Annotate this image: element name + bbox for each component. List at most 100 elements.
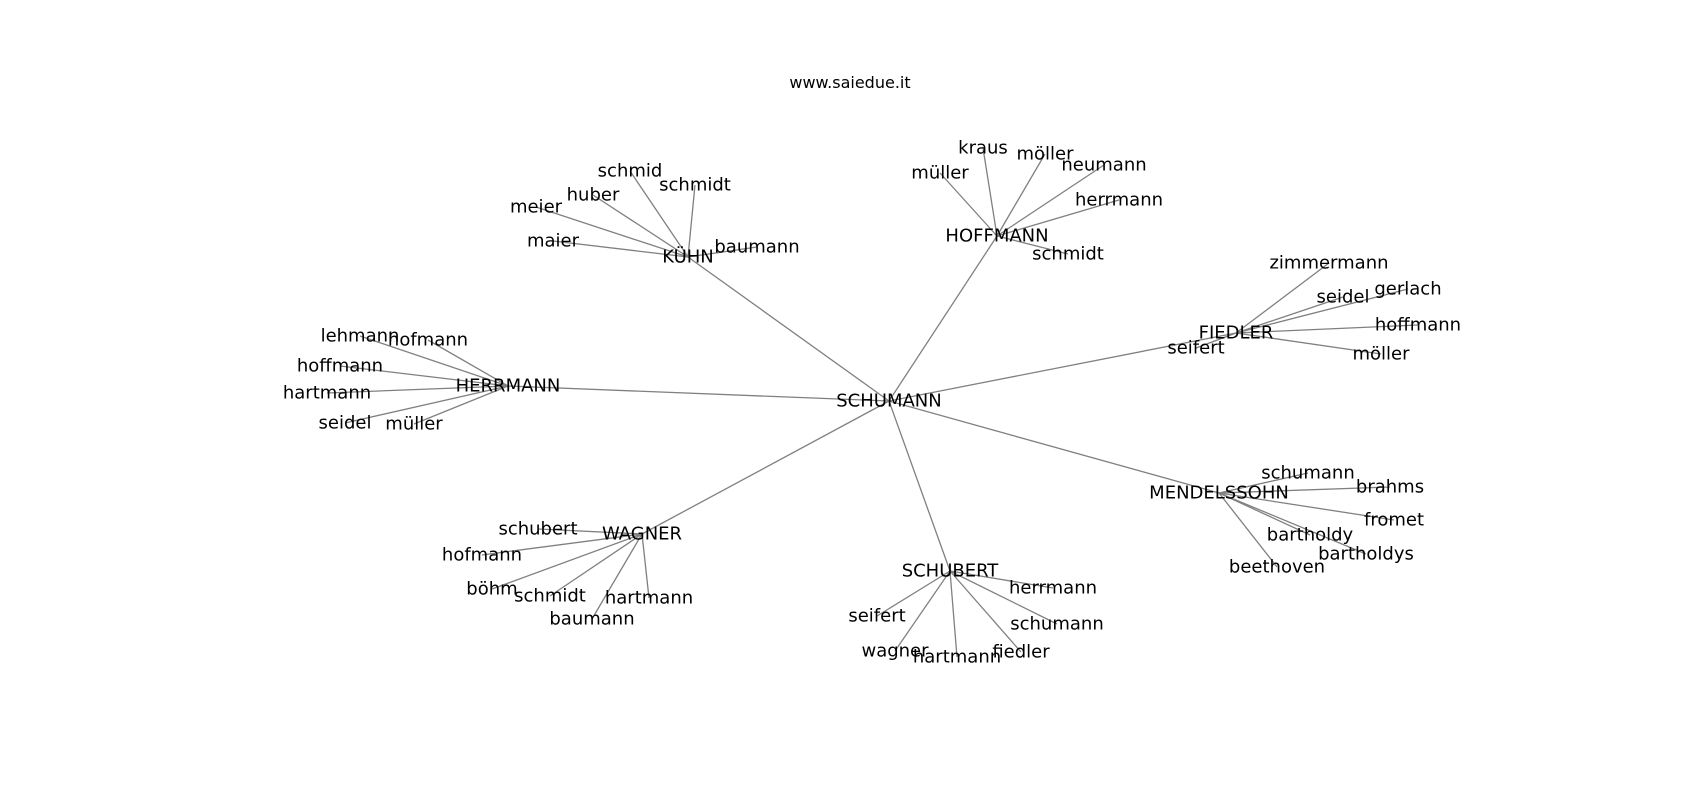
edge-hub-5-leaf-1 bbox=[481, 533, 643, 556]
hub-node-label: FIEDLER bbox=[1199, 323, 1274, 344]
edge-hub-1-leaf-2 bbox=[939, 172, 998, 237]
edge-hub-0-leaf-1 bbox=[687, 184, 696, 258]
leaf-node-label: seifert bbox=[848, 606, 905, 627]
edge-hub-4-leaf-0 bbox=[1218, 472, 1309, 494]
edge-hub-6-leaf-0 bbox=[949, 570, 1054, 589]
leaf-node-label: schumann bbox=[1261, 463, 1354, 484]
edge-hub-0-leaf-4 bbox=[552, 240, 689, 258]
edge-root-2 bbox=[888, 332, 1237, 402]
leaf-node-label: bartholdys bbox=[1318, 544, 1414, 565]
leaf-node-label: brahms bbox=[1356, 477, 1424, 498]
labels-layer: SCHUMANNKÜHNschmidschmidthubermeiermaier… bbox=[283, 138, 1461, 668]
leaf-node-label: schmidt bbox=[1032, 244, 1104, 265]
leaf-node-label: gerlach bbox=[1374, 279, 1441, 300]
edge-hub-3-leaf-1 bbox=[427, 339, 509, 387]
edge-hub-5-leaf-5 bbox=[591, 533, 643, 620]
edge-hub-2-leaf-4 bbox=[1235, 332, 1382, 355]
edge-hub-3-leaf-3 bbox=[326, 385, 509, 394]
leaf-node-label: neumann bbox=[1061, 155, 1146, 176]
leaf-node-label: seidel bbox=[1317, 287, 1370, 308]
leaf-node-label: schmid bbox=[598, 161, 663, 182]
leaf-node-label: schumann bbox=[1010, 614, 1103, 635]
leaf-node-label: hofmann bbox=[442, 545, 522, 566]
edge-root-1 bbox=[888, 235, 998, 402]
edge-root-5 bbox=[641, 400, 890, 535]
leaf-node-label: kraus bbox=[958, 138, 1008, 159]
leaf-node-label: huber bbox=[567, 185, 620, 206]
edge-hub-3-leaf-2 bbox=[339, 365, 509, 387]
edge-hub-1-leaf-1 bbox=[996, 153, 1046, 237]
edge-hub-5-leaf-3 bbox=[549, 533, 643, 597]
leaf-node-label: hartmann bbox=[283, 383, 371, 404]
edge-hub-2-leaf-0 bbox=[1235, 262, 1330, 334]
edge-root-0 bbox=[687, 256, 890, 402]
leaf-node-label: lehmann bbox=[321, 326, 400, 347]
edge-hub-1-leaf-4 bbox=[996, 199, 1120, 237]
leaf-node-label: meier bbox=[510, 197, 563, 218]
root-node-label: SCHUMANN bbox=[836, 391, 941, 412]
edge-hub-0-leaf-5 bbox=[687, 246, 758, 258]
edge-hub-6-leaf-5 bbox=[949, 570, 1022, 653]
edge-hub-1-leaf-0 bbox=[982, 147, 998, 237]
leaf-node-label: hoffmann bbox=[297, 356, 383, 377]
leaf-node-label: schmidt bbox=[659, 175, 731, 196]
leaf-node-label: bartholdy bbox=[1267, 525, 1354, 546]
edge-hub-3-leaf-4 bbox=[344, 385, 509, 424]
leaf-node-label: hoffmann bbox=[1375, 315, 1461, 336]
edge-root-4 bbox=[888, 400, 1220, 494]
leaf-node-label: hofmann bbox=[388, 330, 468, 351]
leaf-node-label: herrmann bbox=[1075, 190, 1163, 211]
edge-hub-1-leaf-5 bbox=[996, 235, 1069, 255]
edge-hub-4-leaf-5 bbox=[1218, 492, 1278, 568]
leaf-node-label: zimmermann bbox=[1269, 253, 1388, 274]
edge-hub-6-leaf-4 bbox=[949, 570, 958, 658]
edge-hub-4-leaf-1 bbox=[1218, 486, 1391, 494]
leaf-node-label: müller bbox=[911, 163, 969, 184]
edge-hub-5-leaf-4 bbox=[641, 533, 650, 599]
edge-hub-4-leaf-3 bbox=[1218, 492, 1311, 536]
edge-hub-3-leaf-5 bbox=[413, 385, 509, 425]
edge-hub-6-leaf-3 bbox=[894, 570, 951, 652]
diagram-title: www.saiedue.it bbox=[789, 73, 910, 92]
hub-node-label: KÜHN bbox=[662, 246, 714, 268]
leaf-node-label: hartmann bbox=[605, 588, 693, 609]
edge-hub-2-leaf-3 bbox=[1235, 324, 1419, 334]
leaf-node-label: beethoven bbox=[1229, 557, 1325, 578]
leaf-node-label: möller bbox=[1352, 344, 1410, 365]
leaf-node-label: seidel bbox=[319, 413, 372, 434]
leaf-node-label: möller bbox=[1016, 144, 1074, 165]
leaf-node-label: baumann bbox=[714, 237, 799, 258]
edge-hub-3-leaf-0 bbox=[359, 335, 509, 387]
hub-node-label: HOFFMANN bbox=[945, 226, 1048, 247]
edge-root-3 bbox=[507, 385, 890, 402]
edge-hub-1-leaf-3 bbox=[996, 164, 1105, 237]
edge-hub-2-leaf-5 bbox=[1195, 332, 1237, 349]
edge-hub-4-leaf-2 bbox=[1218, 492, 1395, 521]
edge-hub-5-leaf-2 bbox=[491, 533, 643, 590]
edge-hub-6-leaf-2 bbox=[949, 570, 1058, 625]
leaf-node-label: herrmann bbox=[1009, 578, 1097, 599]
leaf-node-label: maier bbox=[527, 231, 580, 252]
leaf-node-label: baumann bbox=[549, 609, 634, 630]
edge-hub-2-leaf-1 bbox=[1235, 296, 1344, 334]
leaf-node-label: schmidt bbox=[514, 586, 586, 607]
leaf-node-label: schubert bbox=[498, 519, 577, 540]
edge-root-6 bbox=[888, 400, 951, 572]
leaf-node-label: böhm bbox=[466, 579, 517, 600]
edge-hub-0-leaf-0 bbox=[629, 170, 689, 258]
leaf-node-label: fiedler bbox=[992, 642, 1050, 663]
edge-hub-0-leaf-3 bbox=[535, 206, 689, 258]
leaf-node-label: wagner bbox=[861, 641, 929, 662]
edge-hub-2-leaf-2 bbox=[1235, 288, 1409, 334]
edge-hub-6-leaf-1 bbox=[876, 570, 951, 617]
hub-node-label: SCHUBERT bbox=[902, 561, 1000, 582]
leaf-node-label: hartmann bbox=[913, 647, 1001, 668]
hub-node-label: WAGNER bbox=[602, 524, 682, 545]
edges-layer bbox=[326, 147, 1419, 658]
hub-node-label: MENDELSSOHN bbox=[1149, 483, 1289, 504]
leaf-node-label: fromet bbox=[1364, 510, 1424, 531]
edge-hub-0-leaf-2 bbox=[592, 194, 689, 258]
hub-node-label: HERRMANN bbox=[456, 376, 561, 397]
leaf-node-label: müller bbox=[385, 414, 443, 435]
